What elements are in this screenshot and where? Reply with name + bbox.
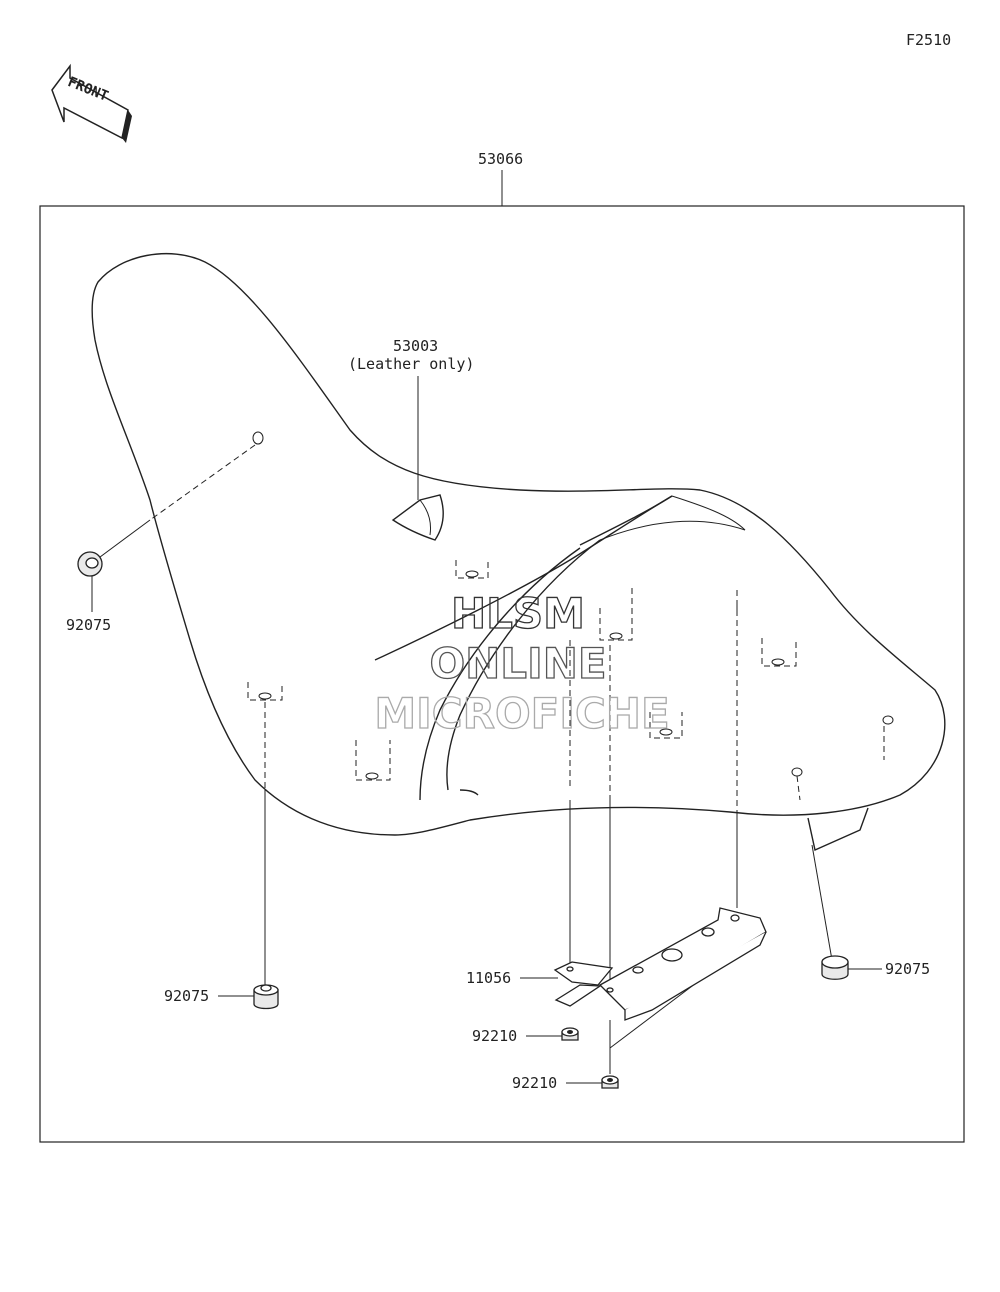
watermark-line3: MICROFICHE: [374, 689, 669, 738]
watermark: HLSM ONLINE MICROFICHE: [374, 588, 671, 738]
nut-1-icon: [561, 1027, 579, 1041]
bracket-icon: [553, 907, 767, 1021]
nut-2-icon: [601, 1075, 619, 1089]
watermark-line2: ONLINE: [429, 639, 606, 688]
label-nut-1: 92210: [472, 1027, 517, 1045]
label-damper-left-bottom: 92075: [164, 987, 209, 1005]
damper-right-icon: [821, 955, 849, 980]
front-arrow-icon: FRONT: [51, 63, 132, 143]
seat-drawing: [91, 252, 946, 851]
label-damper-right: 92075: [885, 960, 930, 978]
label-seat-assy: 53066: [478, 150, 523, 168]
guide-lines: [149, 444, 885, 815]
assembly-frame: [39, 205, 965, 1143]
watermark-line1: HLSM: [451, 589, 585, 638]
figure-code: F2510: [906, 31, 951, 49]
label-cover-note: (Leather only): [348, 355, 474, 373]
label-bracket: 11056: [466, 969, 511, 987]
label-cover: 53003: [393, 337, 438, 355]
mounting-points: [247, 431, 894, 781]
damper-left-top-icon: [77, 551, 103, 577]
damper-left-bottom-icon: [253, 984, 279, 1010]
label-damper-left-top: 92075: [66, 616, 111, 634]
label-nut-2: 92210: [512, 1074, 557, 1092]
